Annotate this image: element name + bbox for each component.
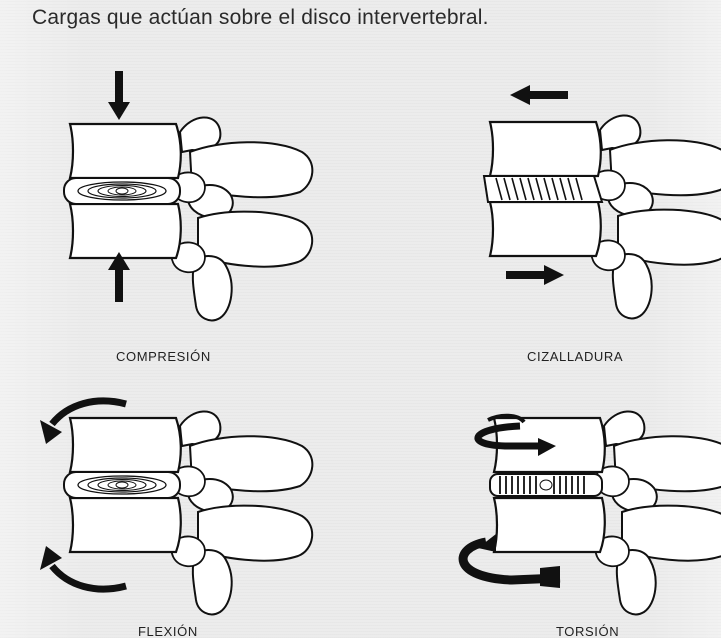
label-shear: CIZALLADURA — [527, 349, 624, 364]
shear-arrow-bottom — [506, 265, 564, 285]
shear-panel — [482, 85, 721, 320]
label-flexion: FLEXIÓN — [138, 624, 198, 638]
flexion-arrow-bottom — [40, 546, 127, 593]
torsion-arrow-top — [474, 413, 556, 456]
torsion-panel — [458, 410, 721, 616]
flexion-panel — [40, 397, 314, 616]
shear-arrow-top — [510, 85, 568, 105]
label-compression: COMPRESIÓN — [116, 349, 211, 364]
compression-vertebra-segment — [62, 116, 314, 322]
flexion-arrow-top — [40, 397, 127, 444]
compression-arrow-bottom — [108, 252, 130, 302]
figure-title: Cargas que actúan sobre el disco interve… — [32, 6, 489, 29]
shear-vertebra-segment — [482, 114, 721, 320]
compression-arrow-top — [108, 71, 130, 120]
compression-panel — [62, 71, 314, 322]
label-torsion: TORSIÓN — [556, 624, 620, 638]
torsion-arrow-bottom — [458, 534, 561, 588]
flexion-vertebra-segment — [62, 410, 314, 616]
